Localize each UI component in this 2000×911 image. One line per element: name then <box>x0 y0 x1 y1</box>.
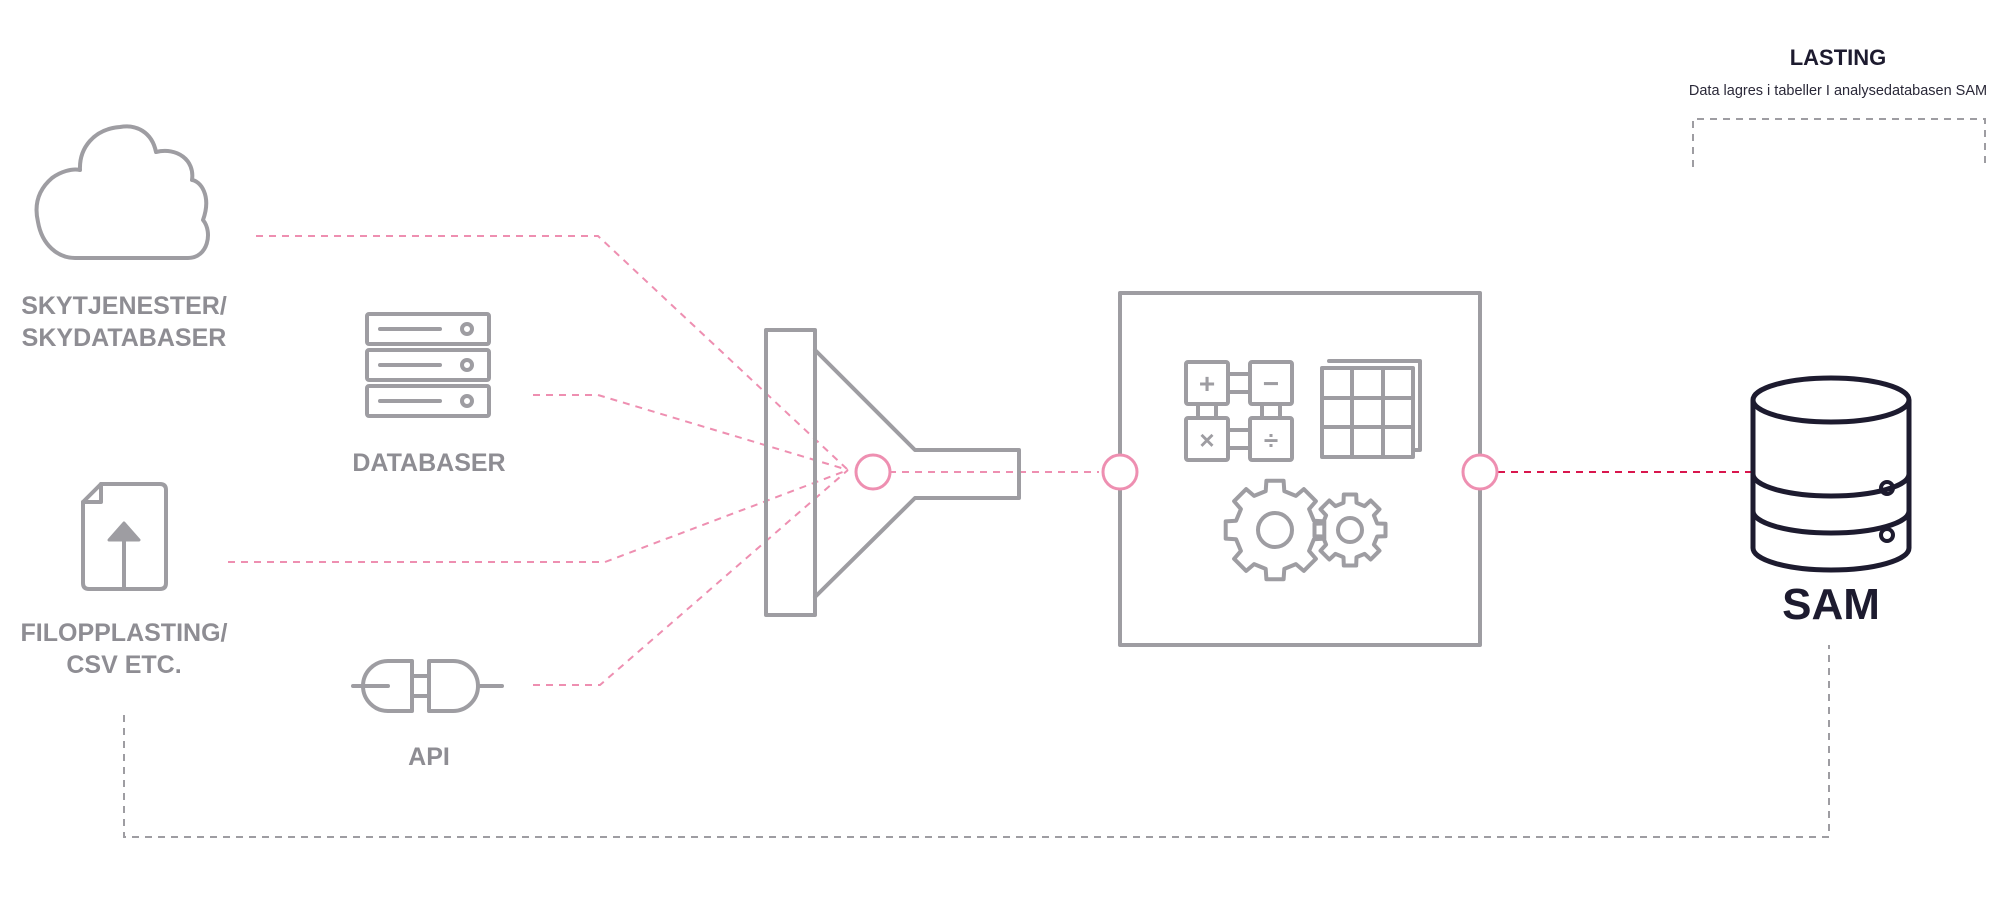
loading-bracket <box>1692 118 1986 167</box>
database-cylinder-icon <box>1750 375 1912 573</box>
connectors <box>123 118 1986 838</box>
cloud-icon <box>34 124 210 260</box>
processing-box <box>1118 291 1482 647</box>
funnel-output-node <box>854 453 892 491</box>
file-label-line2: CSV ETC. <box>66 651 181 679</box>
process-output-node <box>1461 453 1499 491</box>
plus-icon: + <box>1199 368 1215 399</box>
api-source: API <box>351 659 504 771</box>
connector-file <box>228 469 849 563</box>
api-label: API <box>408 743 450 771</box>
return-loop <box>123 645 1830 838</box>
funnel-icon <box>764 328 1021 617</box>
plug-icon <box>351 659 504 713</box>
connector-api <box>533 469 849 686</box>
file-upload-icon <box>81 482 168 591</box>
minus-icon: − <box>1263 368 1279 399</box>
loading-subtitle: Data lagres i tabeller I analysedatabase… <box>1689 83 1987 99</box>
gear-small-outline <box>1312 492 1388 568</box>
cloud-label-line2: SKYDATABASER <box>22 324 227 352</box>
gear-big-hole <box>1256 511 1294 549</box>
sam-label: SAM <box>1782 580 1880 629</box>
server-rack-icon <box>365 312 491 418</box>
cloud-label-line1: SKYTJENESTER/ <box>21 292 227 320</box>
loading-legend: LASTING Data lagres i tabeller I analyse… <box>1689 45 1987 99</box>
sam-target: SAM <box>1750 375 1912 629</box>
cloud-source: SKYTJENESTER/ SKYDATABASER <box>21 124 227 352</box>
file-upload-source: FILOPPLASTING/ CSV ETC. <box>21 482 228 679</box>
gear-big-outline <box>1223 478 1327 582</box>
file-label-line1: FILOPPLASTING/ <box>21 619 228 647</box>
calculator-icon: + − × ÷ <box>1184 360 1294 462</box>
connector-cloud <box>256 235 849 471</box>
gear-small-hole <box>1336 516 1364 544</box>
processing-block: + − × ÷ <box>1118 291 1482 647</box>
spreadsheet-icon <box>1320 359 1422 459</box>
gears-icon <box>1223 478 1388 582</box>
database-source: DATABASER <box>352 312 506 477</box>
loading-title: LASTING <box>1790 45 1887 70</box>
multiply-icon: × <box>1199 425 1214 455</box>
database-label: DATABASER <box>352 449 505 477</box>
process-input-node <box>1101 453 1139 491</box>
divide-icon: ÷ <box>1264 425 1278 455</box>
connector-database <box>533 394 849 471</box>
